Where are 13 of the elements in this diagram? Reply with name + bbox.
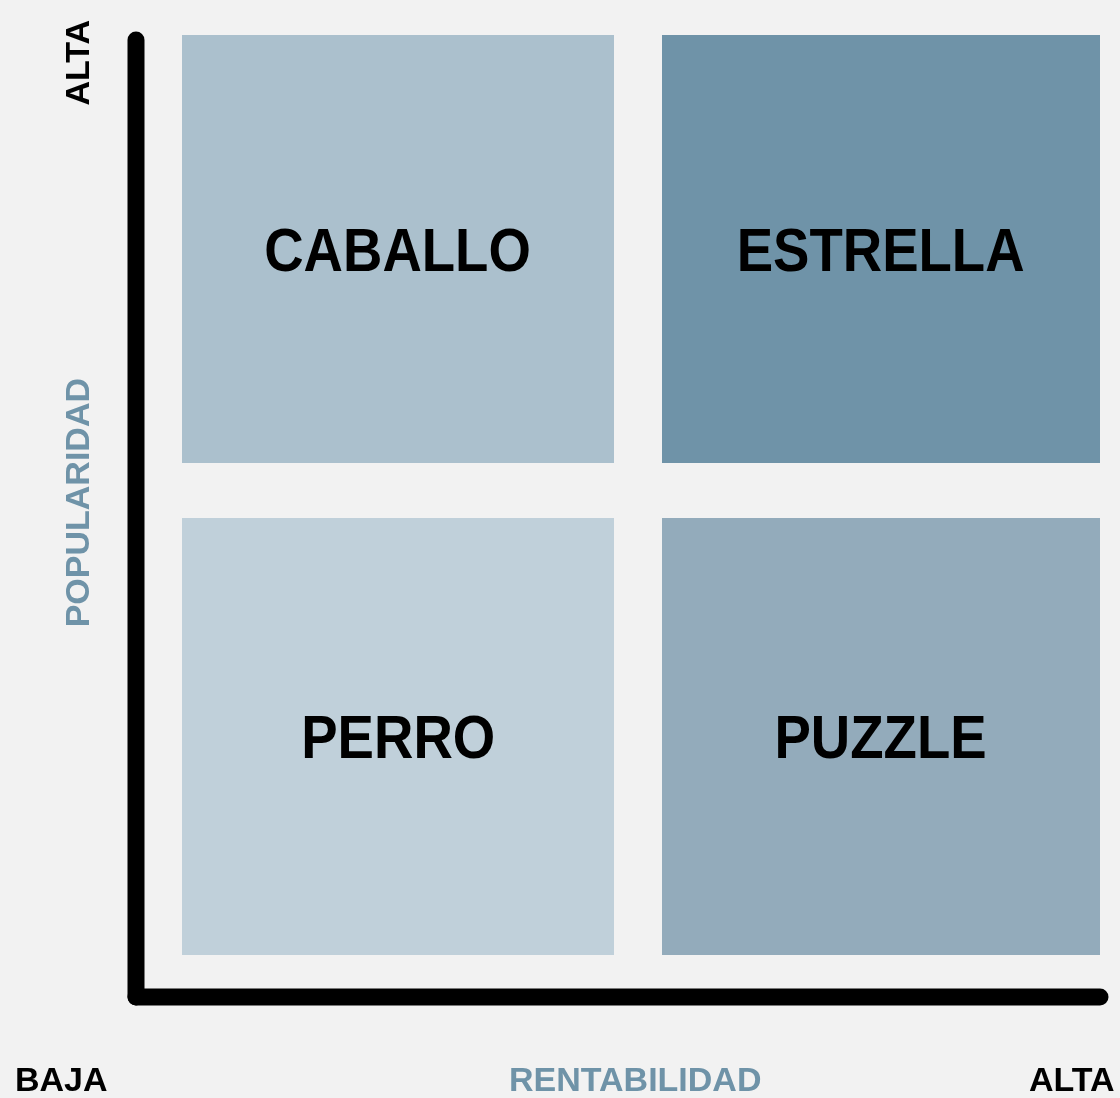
quadrant-panel [182, 35, 614, 463]
quadrant-panel [182, 518, 614, 955]
quadrant-label: PERRO [301, 701, 495, 772]
axis-title: RENTABILIDAD [509, 1062, 762, 1096]
quadrant-label: CABALLO [264, 213, 532, 285]
quadrant-label: PUZZLE [774, 701, 988, 772]
axis-title: POPULARIDAD [60, 378, 94, 628]
quadrant-panel [662, 518, 1100, 955]
axis-end-label: BAJA [15, 1062, 108, 1096]
quadrant-label: ESTRELLA [737, 213, 1025, 285]
axis-end-label: ALTA [1029, 1062, 1115, 1096]
quadrant-panel [662, 35, 1100, 463]
axis-end-label: ALTA [60, 20, 94, 106]
